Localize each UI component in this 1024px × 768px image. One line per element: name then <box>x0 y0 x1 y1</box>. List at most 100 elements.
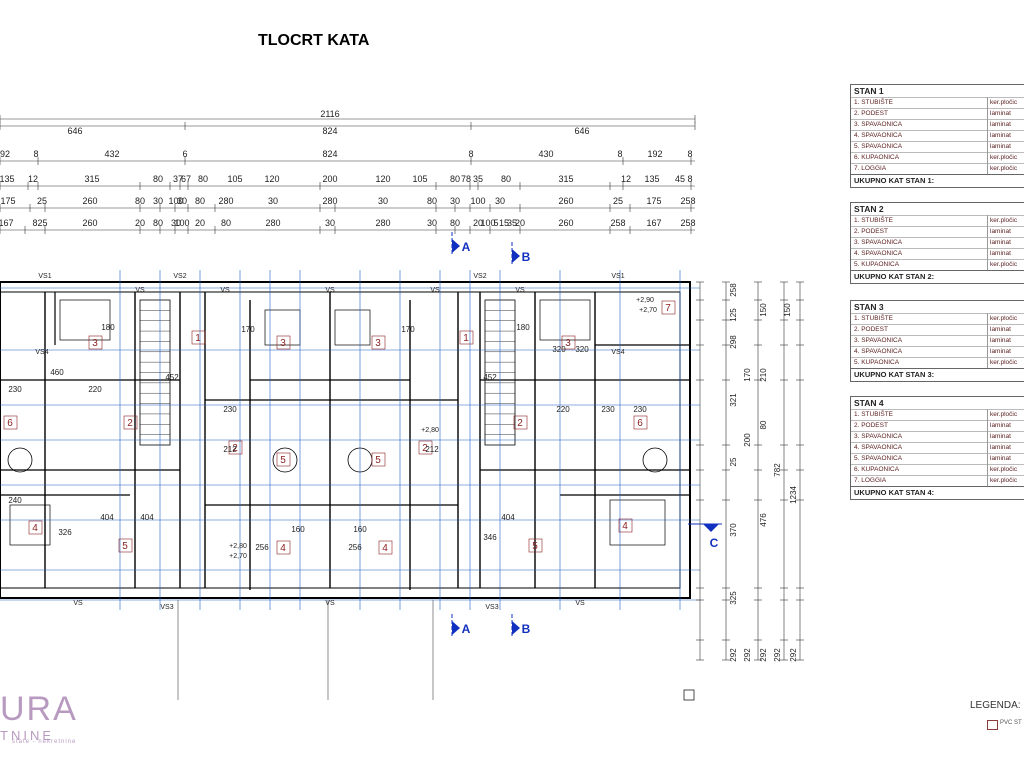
dim-label: 258 <box>680 196 695 206</box>
room-material: laminat <box>987 324 1024 335</box>
room-name: 4. SPAVAONICA <box>854 250 903 257</box>
vertical-dimension-label: 325 <box>729 591 738 605</box>
dim-label: 37 <box>173 174 183 184</box>
room-number: 2 <box>127 418 133 429</box>
dim-label: 120 <box>264 174 279 184</box>
vs-label: VS4 <box>611 349 624 356</box>
dim-label: 100 <box>168 196 183 206</box>
dim-label: 45 <box>675 174 685 184</box>
row-rule <box>851 335 1024 336</box>
room-material: laminat <box>987 141 1024 152</box>
vs-label: VS3 <box>160 604 173 611</box>
room-tag-box <box>561 335 576 350</box>
room-measure: 404 <box>100 513 114 522</box>
dim-label: 80 <box>501 174 511 184</box>
bed <box>59 299 111 341</box>
room-name: 1. STUBIŠTE <box>854 315 894 322</box>
dim-label: 20 <box>515 218 525 228</box>
vs-label: VS <box>515 287 525 294</box>
dim-label: 80 <box>198 174 208 184</box>
room-number: 3 <box>565 338 571 349</box>
dim-label: 430 <box>538 149 553 159</box>
room-tag-box <box>3 415 18 430</box>
room-tag-box <box>418 440 433 455</box>
room-name: 5. SPAVAONICA <box>854 143 903 150</box>
row-rule <box>851 108 1024 109</box>
dim-label: 8 <box>687 149 692 159</box>
dim-label: 30 <box>427 218 437 228</box>
vs-label: VS <box>575 600 585 607</box>
room-material: ker.pločic <box>987 163 1024 174</box>
stan-total: UKUPNO KAT STAN 1: <box>850 174 1024 188</box>
dim-label: 646 <box>67 126 82 136</box>
room-measure: 180 <box>101 323 115 332</box>
dim-label: 20 <box>195 218 205 228</box>
dim-label: 30 <box>325 218 335 228</box>
vs-label: VS1 <box>38 273 51 280</box>
row-rule <box>851 237 1024 238</box>
room-measure: 230 <box>601 405 615 414</box>
dim-label: 192 <box>647 149 662 159</box>
bathtub-fixture <box>7 447 33 473</box>
level-mark: +2,70 <box>229 553 247 560</box>
vertical-dimension-label: 150 <box>783 303 792 317</box>
room-tag-box <box>228 440 243 455</box>
room-number: 4 <box>280 543 286 554</box>
room-measure: 212 <box>425 445 439 454</box>
room-name: 2. PODEST <box>854 110 888 117</box>
row-rule <box>851 152 1024 153</box>
stan-total: UKUPNO KAT STAN 2: <box>850 270 1024 284</box>
room-name: 3. SPAVAONICA <box>854 121 903 128</box>
dim-label: 315 <box>84 174 99 184</box>
level-mark: +2,90 <box>636 297 654 304</box>
vertical-dimension-label: 292 <box>759 648 768 662</box>
section-arrow <box>703 524 719 532</box>
dim-label: 280 <box>218 196 233 206</box>
room-name: 3. SPAVAONICA <box>854 337 903 344</box>
room-tag-box <box>276 335 291 350</box>
bed <box>609 499 666 546</box>
room-tag-box <box>459 330 474 345</box>
room-measure: 220 <box>556 405 570 414</box>
vertical-dimension-label: 292 <box>773 648 782 662</box>
dim-label: 30 <box>171 218 181 228</box>
room-name: 6. KUPAONICA <box>854 466 900 473</box>
room-number: 3 <box>280 338 286 349</box>
dim-label: 100 <box>470 196 485 206</box>
dim-label: 30 <box>495 196 505 206</box>
row-rule <box>851 442 1024 443</box>
vertical-dimension-label: 782 <box>773 463 782 477</box>
dim-label: 35 <box>507 218 517 228</box>
vs-label: VS <box>73 600 83 607</box>
dim-label: 30 <box>153 196 163 206</box>
dim-label: 135 <box>644 174 659 184</box>
room-material: laminat <box>987 237 1024 248</box>
room-name: 1. STUBIŠTE <box>854 411 894 418</box>
room-measure: 452 <box>165 373 179 382</box>
dim-label: 280 <box>375 218 390 228</box>
room-number: 4 <box>622 521 628 532</box>
dim-label: 260 <box>558 196 573 206</box>
dim-label: 78 <box>461 174 471 184</box>
room-number: 4 <box>32 523 38 534</box>
room-measure: 320 <box>552 345 566 354</box>
room-name: 5. SPAVAONICA <box>854 455 903 462</box>
room-material: laminat <box>987 431 1024 442</box>
room-material: ker.pločic <box>987 313 1024 324</box>
room-measure: 256 <box>255 543 269 552</box>
dim-label: 825 <box>32 218 47 228</box>
dim-label: 80 <box>427 196 437 206</box>
dim-label: 120 <box>375 174 390 184</box>
dim-label: 200 <box>322 174 337 184</box>
